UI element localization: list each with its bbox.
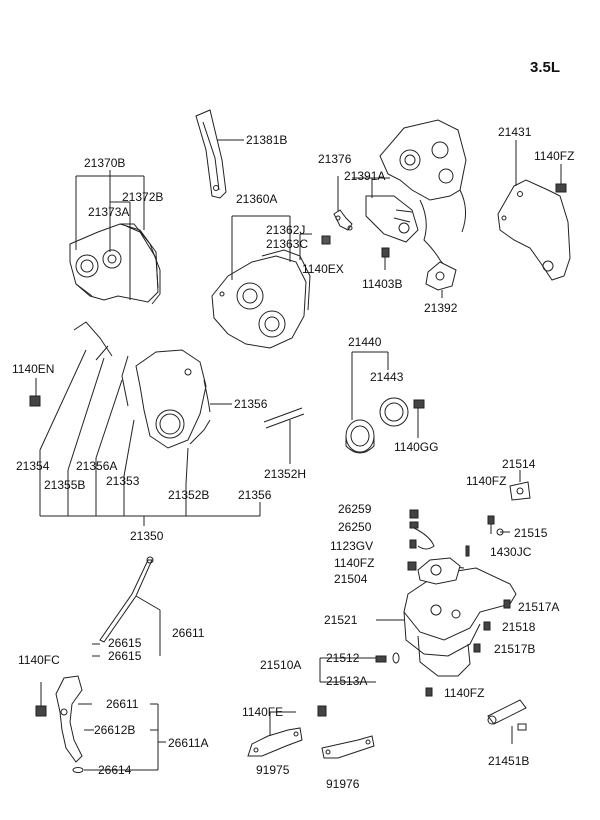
part-label[interactable]: 21513A	[326, 674, 368, 688]
part-label[interactable]: 26615	[108, 636, 142, 650]
bolt-1140EX	[321, 235, 331, 245]
part-label[interactable]: 1430JC	[490, 545, 532, 559]
part-label[interactable]: 1123GV	[330, 539, 374, 553]
engine-size-label: 3.5L	[530, 59, 561, 76]
part-label[interactable]: 1140EX	[302, 262, 344, 276]
part-label[interactable]: 26259	[338, 502, 372, 516]
clip-part-21451B	[487, 699, 527, 731]
sensor-part-21392	[425, 261, 457, 291]
part-label[interactable]: 91976	[326, 777, 360, 791]
part-label[interactable]: 1140EN	[12, 362, 55, 376]
upper-timing-cover-part	[69, 223, 161, 305]
lower-timing-cover-part	[211, 249, 311, 349]
tensioner-part	[365, 195, 419, 243]
bracket-91976	[321, 735, 375, 759]
part-label[interactable]: 21350	[130, 529, 164, 543]
part-label[interactable]: 26250	[338, 520, 372, 534]
part-label[interactable]: 21517A	[518, 600, 560, 614]
dipstick-part	[99, 556, 154, 643]
part-label[interactable]: 21518	[502, 620, 536, 634]
oil-seal-part	[345, 419, 375, 454]
tensioner-bracket-part	[195, 109, 227, 199]
part-label[interactable]: 1140FZ	[466, 474, 507, 488]
part-label[interactable]: 21352H	[264, 467, 307, 481]
timing-belt-part	[135, 349, 207, 449]
part-label[interactable]: 21515	[514, 526, 548, 540]
part-label[interactable]: 21440	[348, 335, 382, 349]
part-label[interactable]: 21372B	[122, 190, 164, 204]
part-label[interactable]: 21521	[324, 613, 358, 627]
part-label[interactable]: 21517B	[494, 642, 536, 656]
baffle-plate-part	[417, 557, 461, 585]
part-label[interactable]: 21362J	[266, 223, 306, 237]
bolt-1140EN	[29, 378, 41, 407]
part-label[interactable]: 21451B	[488, 754, 530, 768]
part-label[interactable]: 21376	[318, 152, 352, 166]
timing-belt-bracket-part	[497, 179, 571, 281]
part-label[interactable]: 1140FZ	[444, 686, 485, 700]
engine-block-sketch	[379, 119, 467, 271]
part-label[interactable]: 21370B	[84, 156, 126, 170]
part-label[interactable]: 21431	[498, 125, 532, 139]
part-label[interactable]: 1140GG	[394, 440, 439, 454]
oil-pan-part	[403, 565, 517, 677]
part-label[interactable]: 26612B	[94, 723, 136, 737]
part-label[interactable]: 91975	[256, 763, 290, 777]
part-label[interactable]: 21373A	[88, 205, 130, 219]
part-label[interactable]: 21353	[106, 474, 140, 488]
part-label[interactable]: 21392	[424, 301, 458, 315]
part-label[interactable]: 21510A	[260, 658, 302, 672]
idler-bolt-part	[333, 209, 353, 231]
part-label[interactable]: 26614	[98, 763, 132, 777]
part-label[interactable]: 21354	[16, 459, 50, 473]
bracket-91975	[247, 727, 303, 757]
part-label[interactable]: 26611	[106, 697, 139, 711]
part-label[interactable]: 21352B	[168, 488, 210, 502]
part-label[interactable]: 21391A	[344, 169, 386, 183]
dipstick-tube-part	[55, 675, 83, 763]
part-label[interactable]: 21512	[326, 651, 360, 665]
oil-pump-seal-part	[379, 397, 409, 427]
part-label[interactable]: 21356	[234, 397, 268, 411]
part-label[interactable]: 21356	[238, 488, 272, 502]
part-label[interactable]: 1140FE	[242, 705, 284, 719]
part-label[interactable]: 21514	[502, 457, 536, 471]
strainer-gasket-part	[509, 481, 531, 501]
part-label[interactable]: 26615	[108, 649, 142, 663]
part-label[interactable]: 21360A	[236, 192, 278, 206]
part-label[interactable]: 26611A	[168, 736, 209, 750]
part-label[interactable]: 21356A	[76, 459, 118, 473]
part-label[interactable]: 21355B	[44, 478, 86, 492]
part-label[interactable]: 1140FZ	[534, 149, 575, 163]
part-label[interactable]: 21363C	[266, 237, 309, 251]
part-label[interactable]: 21443	[370, 370, 404, 384]
part-label[interactable]: 11403B	[362, 277, 403, 291]
part-label[interactable]: 1140FC	[18, 653, 60, 667]
part-label[interactable]: 21381B	[246, 133, 288, 147]
part-label[interactable]: 26611	[172, 626, 205, 640]
part-label[interactable]: 1140FZ	[334, 556, 375, 570]
part-label[interactable]: 21504	[334, 572, 368, 586]
